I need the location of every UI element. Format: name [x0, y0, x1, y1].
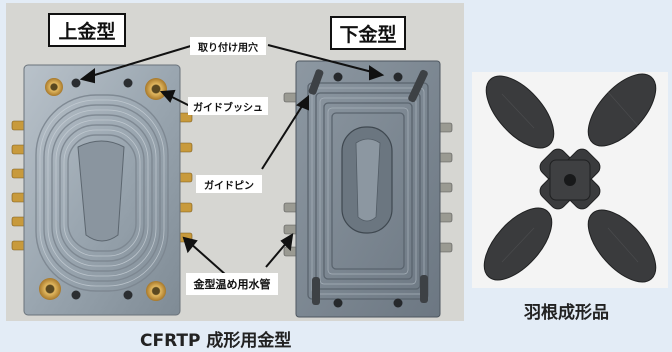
product-caption: 羽根成形品 — [524, 303, 609, 323]
mold-illustration — [6, 3, 464, 321]
upper-mold — [11, 64, 193, 316]
guide-pin-label: ガイドピン — [196, 175, 262, 193]
mold-caption: CFRTP 成形用金型 — [140, 331, 292, 351]
lower-mold-label: 下金型 — [330, 16, 406, 50]
upper-mold-label: 上金型 — [48, 13, 126, 47]
cooling-pipe-label: 金型温め用水管 — [186, 273, 278, 295]
propeller-illustration — [472, 72, 668, 288]
mold-photo — [6, 3, 464, 321]
mounting-holes-label: 取り付け用穴 — [190, 37, 266, 55]
guide-bush-label: ガイドブッシュ — [188, 97, 268, 115]
lower-mold — [283, 60, 453, 318]
product-photo — [472, 72, 668, 288]
